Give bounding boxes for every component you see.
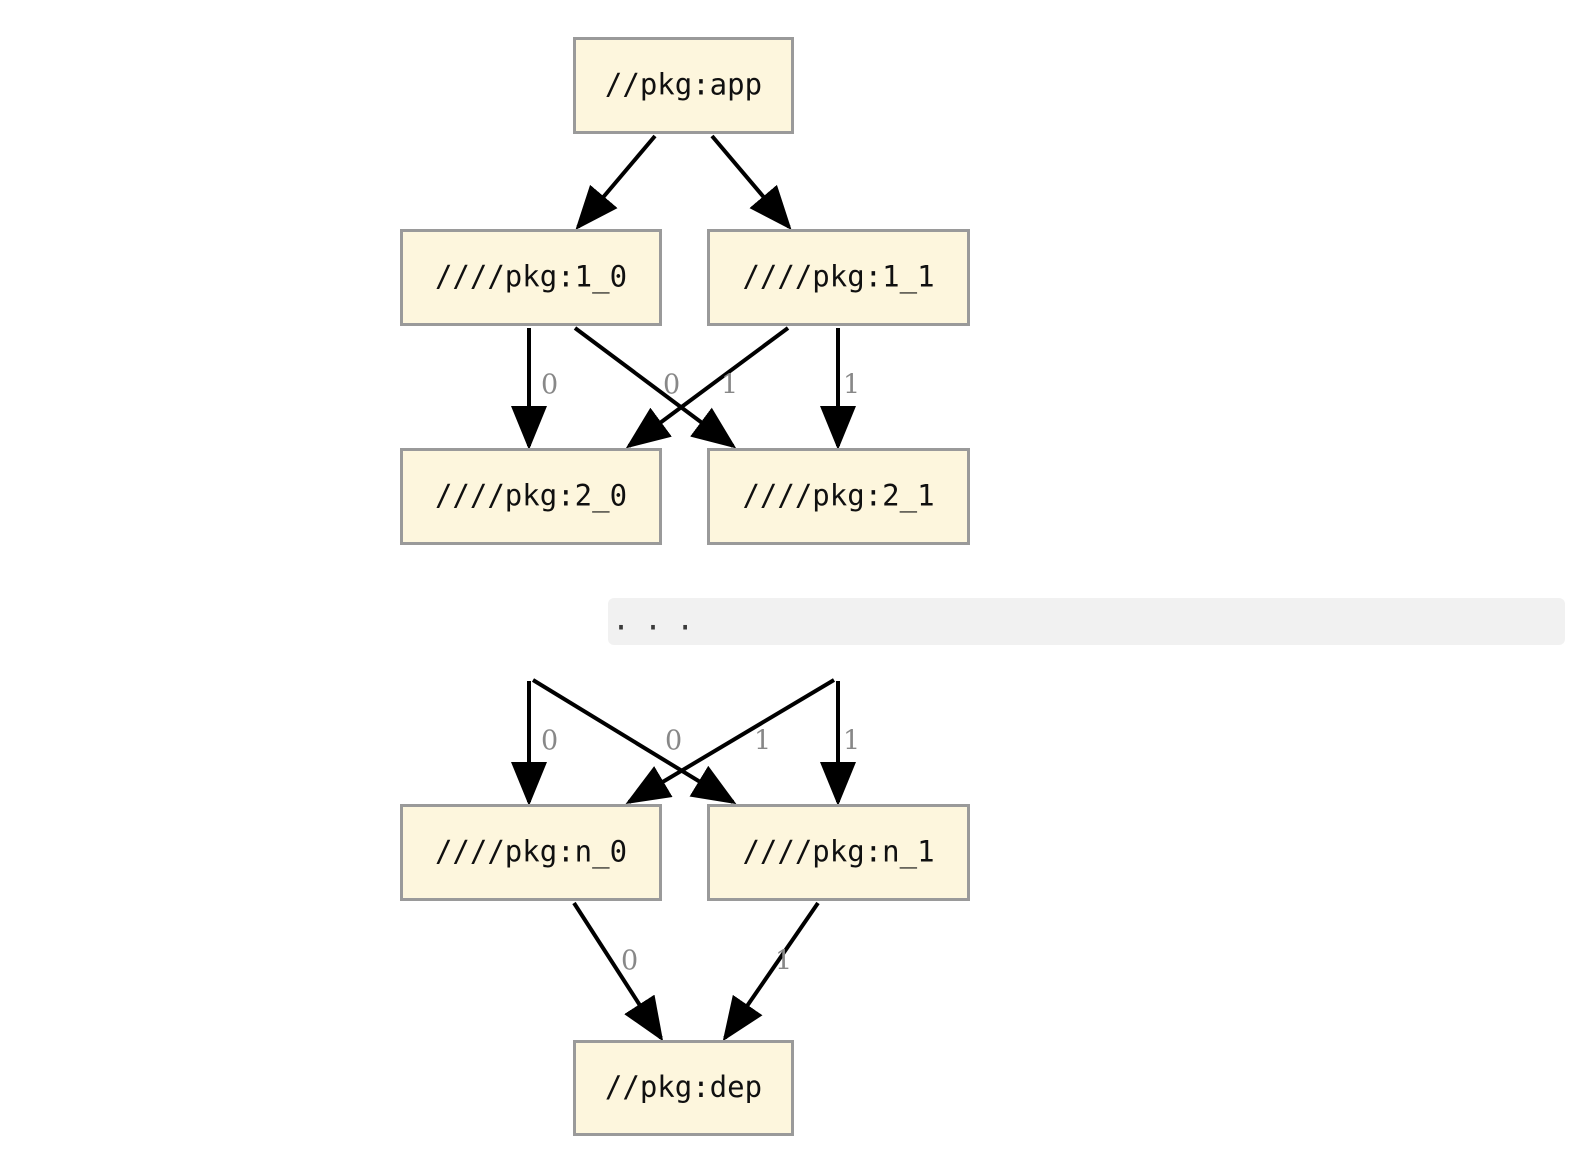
node-box[interactable] — [707, 448, 970, 545]
node-label: //pkg:dep — [605, 1070, 762, 1104]
node-label: ////pkg:1_0 — [435, 260, 627, 295]
graph-edge — [722, 901, 820, 1042]
node-label: ////pkg:2_1 — [742, 479, 934, 514]
graph-node-app[interactable]: //pkg:app — [573, 37, 794, 134]
graph-node-dep[interactable]: //pkg:dep — [573, 1040, 794, 1136]
graph-edge — [572, 901, 664, 1042]
node-label: ////pkg:n_1 — [742, 835, 934, 870]
ellipsis-band — [608, 598, 1565, 645]
graph-edge — [531, 678, 737, 805]
graph-edge — [625, 326, 790, 449]
edge-label: 0 — [665, 726, 682, 757]
edge-label-layer: 0 0 1 1 0 0 1 1 0 1 — [541, 370, 860, 977]
edge-label: 0 — [541, 370, 558, 401]
node-box[interactable] — [400, 229, 662, 326]
node-label: ////pkg:1_1 — [742, 260, 934, 295]
node-box[interactable] — [400, 804, 662, 901]
graph-node-nn_1[interactable]: ////pkg:n_1 — [707, 804, 970, 901]
edge-label: 0 — [663, 370, 680, 401]
graph-edge — [710, 134, 792, 231]
node-box[interactable] — [573, 1040, 794, 1136]
ellipsis-label: ... — [612, 603, 708, 638]
edge-label: 1 — [843, 370, 860, 401]
node-label: ////pkg:2_0 — [435, 479, 627, 514]
graph-edge — [575, 134, 657, 231]
graph-edge — [573, 326, 737, 449]
graph-node-n1_0[interactable]: ////pkg:1_0 — [400, 229, 662, 326]
node-label: ////pkg:n_0 — [435, 835, 627, 870]
graph-edge — [625, 678, 836, 805]
graph-node-n1_1[interactable]: ////pkg:1_1 — [707, 229, 970, 326]
edge-label: 1 — [843, 726, 860, 757]
graph-node-n2_0[interactable]: ////pkg:2_0 — [400, 448, 662, 545]
graph-node-n2_1[interactable]: ////pkg:2_1 — [707, 448, 970, 545]
node-box[interactable] — [573, 37, 794, 134]
node-box[interactable] — [707, 804, 970, 901]
edge-label: 1 — [775, 946, 792, 977]
ellipsis-separator: ... — [608, 598, 1565, 645]
edge-label: 0 — [541, 726, 558, 757]
edge-layer — [511, 134, 856, 1042]
node-box[interactable] — [400, 448, 662, 545]
graph-node-nn_0[interactable]: ////pkg:n_0 — [400, 804, 662, 901]
node-layer: //pkg:app ////pkg:1_0 ////pkg:1_1 ////pkg:2… — [400, 37, 970, 1136]
edge-label: 1 — [721, 370, 738, 401]
edge-label: 0 — [621, 946, 638, 977]
edge-label: 1 — [754, 726, 771, 757]
node-box[interactable] — [707, 229, 970, 326]
node-label: //pkg:app — [605, 68, 762, 102]
